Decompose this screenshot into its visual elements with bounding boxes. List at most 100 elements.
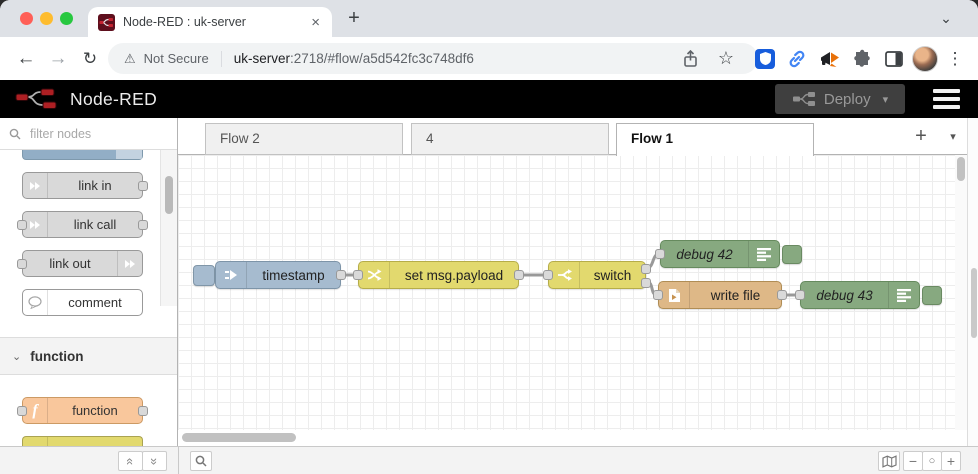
canvas-horizontal-scrollbar-thumb[interactable] — [182, 433, 296, 442]
palette-node-partial-top[interactable] — [22, 150, 143, 160]
bookmark-star-icon[interactable]: ☆ — [717, 48, 735, 68]
search-icon — [9, 128, 21, 139]
palette-expand-all-button[interactable]: » — [142, 451, 167, 471]
palette-scrollbar-thumb[interactable] — [165, 176, 173, 214]
navigator-map-button[interactable] — [878, 451, 900, 471]
port-out[interactable] — [138, 406, 148, 416]
palette-node-comment[interactable]: comment — [22, 289, 143, 316]
extensions-puzzle-icon[interactable] — [848, 37, 876, 80]
zoom-out-button[interactable]: − — [903, 451, 923, 471]
palette-collapse-all-button[interactable]: « — [118, 451, 143, 471]
url-host: uk-server — [233, 51, 290, 66]
node-label: debug 43 — [816, 287, 873, 303]
flow-tab-label: Flow 2 — [220, 131, 260, 146]
debug-node[interactable]: debug 42 — [655, 240, 780, 268]
search-icon — [195, 455, 207, 467]
close-tab-icon[interactable]: × — [311, 13, 320, 31]
browser-tab[interactable]: Node-RED : uk-server × — [88, 7, 332, 37]
port-out[interactable] — [138, 220, 148, 230]
collapse-up-icon: « — [122, 457, 138, 465]
palette-node-partial-bottom[interactable] — [22, 436, 143, 446]
port-in[interactable] — [353, 270, 363, 280]
new-tab-button[interactable]: + — [348, 7, 360, 29]
canvas-horizontal-scrollbar — [178, 430, 955, 446]
profile-avatar[interactable] — [911, 37, 939, 80]
flow-canvas[interactable]: timestamp set msg.payload switch debug 4… — [178, 155, 955, 430]
switch-icon — [549, 262, 580, 288]
flow-tab[interactable]: Flow 2 — [205, 123, 403, 155]
megaphone-extension-icon[interactable] — [815, 37, 845, 80]
port-out-2[interactable] — [641, 278, 651, 288]
forward-button[interactable]: → — [48, 47, 68, 69]
url-path: :2718/#flow/a5d542fc3c748df6 — [289, 51, 474, 66]
zoom-reset-button[interactable]: ○ — [922, 451, 942, 471]
flow-tab[interactable]: 4 — [411, 123, 609, 155]
debug-toggle-button[interactable] — [922, 286, 942, 305]
palette-node-label: link call — [73, 217, 117, 232]
share-icon[interactable] — [675, 37, 705, 80]
port-in[interactable] — [17, 220, 27, 230]
palette-node-label: comment — [68, 295, 122, 310]
main-menu-icon[interactable] — [933, 89, 961, 109]
tab-overview-chevron-icon[interactable]: ⌄ — [940, 10, 952, 26]
browser-toolbar: ← → ↻ ⚠ Not Secure uk-server :2718/#flow… — [0, 37, 978, 80]
close-window-button[interactable] — [20, 12, 33, 25]
port-in[interactable] — [795, 290, 805, 300]
file-node[interactable]: write file — [653, 281, 787, 309]
node-label: write file — [710, 287, 761, 303]
browser-menu-icon[interactable]: ⋮ — [946, 48, 964, 68]
canvas-vertical-scrollbar-thumb[interactable] — [957, 157, 965, 181]
canvas-search-button[interactable] — [190, 451, 212, 471]
function-icon: f — [23, 398, 48, 423]
port-in[interactable] — [17, 259, 27, 269]
port-out[interactable] — [777, 290, 787, 300]
deploy-button[interactable]: Deploy ▾ — [775, 84, 905, 114]
port-out-1[interactable] — [641, 264, 651, 274]
address-bar[interactable]: ⚠ Not Secure uk-server :2718/#flow/a5d54… — [108, 43, 758, 74]
palette-node-function[interactable]: f function — [17, 397, 148, 424]
flow-tab-label: Flow 1 — [631, 131, 674, 146]
palette-node-link-in[interactable]: link in — [22, 172, 148, 199]
port-in[interactable] — [655, 249, 665, 259]
reload-button[interactable]: ↻ — [82, 48, 98, 68]
address-divider — [220, 50, 222, 67]
link-extension-icon[interactable] — [783, 37, 811, 80]
palette-search[interactable] — [0, 118, 177, 150]
flow-tab-bar: Flow 2 4 Flow 1 + ▾ — [178, 118, 978, 156]
palette-search-input[interactable] — [28, 125, 152, 142]
change-node[interactable]: set msg.payload — [353, 261, 524, 289]
flow-tab-active[interactable]: Flow 1 — [616, 123, 814, 156]
inject-trigger-button[interactable] — [193, 265, 215, 286]
fullscreen-window-button[interactable] — [60, 12, 73, 25]
add-flow-button[interactable]: + — [915, 124, 927, 147]
palette-node-link-call[interactable]: link call — [17, 211, 148, 238]
link-out-icon — [117, 251, 142, 276]
bitwarden-extension-icon[interactable] — [751, 37, 779, 80]
port-out[interactable] — [336, 270, 346, 280]
port-out[interactable] — [514, 270, 524, 280]
comment-icon — [23, 290, 48, 315]
port-in[interactable] — [543, 270, 553, 280]
not-secure-warning-icon[interactable]: ⚠ — [124, 50, 136, 66]
switch-node[interactable]: switch — [543, 261, 651, 289]
debug-toggle-button[interactable] — [782, 245, 802, 264]
palette-node-label: function — [72, 403, 118, 418]
flow-list-caret-icon[interactable]: ▾ — [950, 130, 956, 143]
minimize-window-button[interactable] — [40, 12, 53, 25]
deploy-options-caret-icon[interactable]: ▾ — [882, 93, 889, 106]
browser-tab-title: Node-RED : uk-server — [123, 15, 246, 29]
file-icon — [659, 282, 690, 308]
back-button[interactable]: ← — [16, 47, 36, 69]
inject-node[interactable]: timestamp — [215, 261, 346, 289]
side-panel-icon[interactable] — [880, 37, 908, 80]
not-secure-label[interactable]: Not Secure — [143, 51, 209, 66]
port-in[interactable] — [17, 406, 27, 416]
port-in[interactable] — [653, 290, 663, 300]
page-scrollbar-thumb[interactable] — [971, 268, 977, 338]
palette-node-link-out[interactable]: link out — [17, 250, 143, 277]
port-out[interactable] — [138, 181, 148, 191]
deploy-icon — [792, 92, 815, 106]
debug-node[interactable]: debug 43 — [795, 281, 920, 309]
palette-category-function[interactable]: ⌄ function — [0, 337, 177, 375]
zoom-in-button[interactable]: + — [941, 451, 961, 471]
